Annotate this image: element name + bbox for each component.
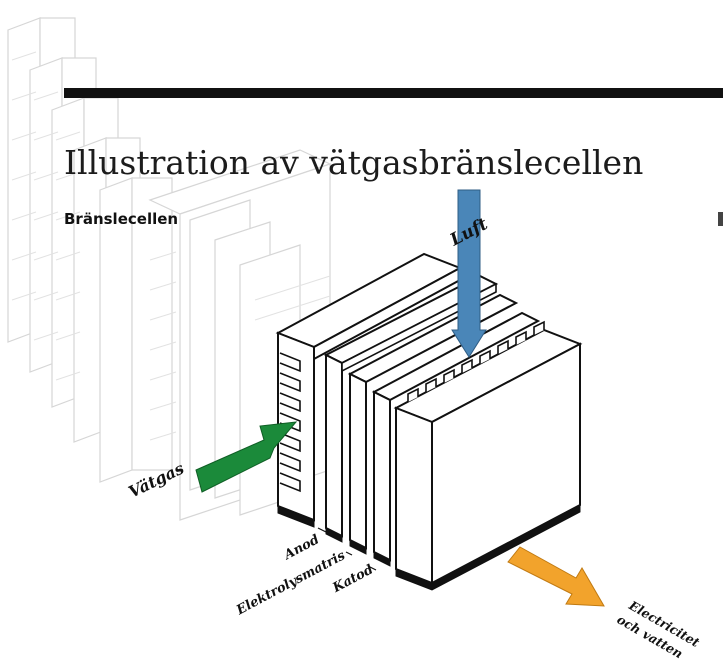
output-arrow <box>507 546 605 607</box>
leader-lines <box>317 527 377 571</box>
page-title: Illustration av vätgasbränslecellen <box>64 143 644 182</box>
diagram-subtitle: Bränslecellen <box>64 210 179 228</box>
header-rule <box>64 88 723 98</box>
hydrogen-label: Vätgas <box>125 459 187 502</box>
hydrogen-arrow <box>195 421 298 493</box>
edge-marker <box>718 212 723 226</box>
air-arrow <box>451 189 487 358</box>
anode-label: Anod <box>280 532 322 564</box>
cathode-block <box>393 320 583 591</box>
anode-block <box>275 252 463 528</box>
